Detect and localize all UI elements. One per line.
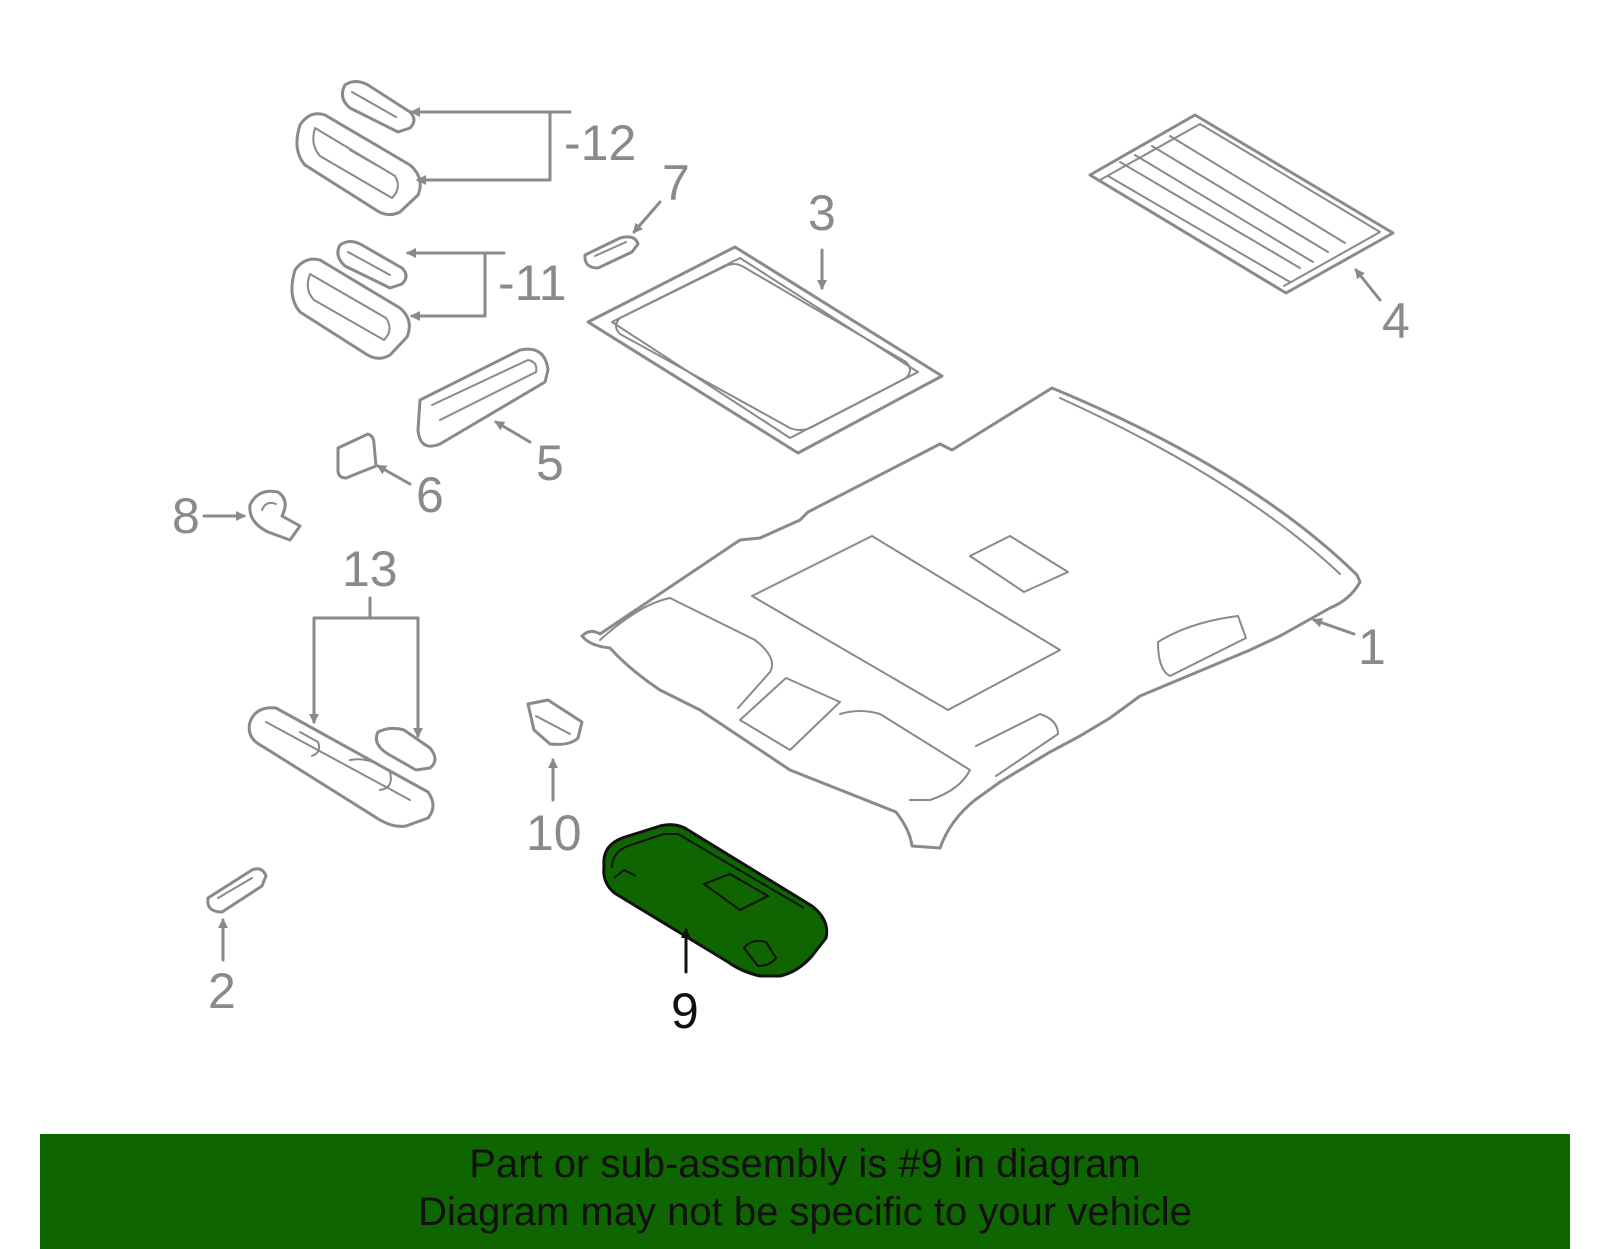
part-2-lamp (206, 867, 268, 914)
leader-lines (202, 107, 1382, 974)
callout-7: 7 (662, 155, 690, 211)
callout-11: -11 (498, 255, 567, 311)
callout-8: 8 (172, 488, 200, 544)
callout-13: 13 (342, 541, 398, 597)
part-6-cap (336, 432, 378, 480)
callout-12: -12 (564, 115, 636, 171)
banner-line-part: Part or sub-assembly is #9 in diagram (469, 1142, 1141, 1186)
callout-5: 5 (536, 435, 564, 491)
part-9-sun-visor (602, 823, 829, 978)
part-13-console-lamp (247, 706, 437, 828)
callout-3: 3 (808, 185, 836, 241)
callout-labels: -12 -11 7 3 4 5 6 8 1 13 10 2 9 (172, 115, 1410, 1039)
info-banner: Part or sub-assembly is #9 in diagram Di… (40, 1134, 1570, 1249)
part-1-headliner (580, 386, 1362, 850)
part-10-clip (526, 698, 584, 746)
callout-10: 10 (526, 805, 582, 861)
callout-6: 6 (416, 467, 444, 523)
callout-2: 2 (208, 963, 236, 1019)
part-7-clip (583, 235, 640, 270)
part-4-sunroof-shade (1088, 113, 1395, 295)
callout-1: 1 (1358, 619, 1386, 675)
callout-4: 4 (1382, 293, 1410, 349)
banner-line-disclaimer: Diagram may not be specific to your vehi… (418, 1190, 1192, 1234)
part-3-sunroof-frame (586, 245, 944, 455)
part-11-lamp-assembly (290, 240, 411, 360)
part-5-grab-handle (416, 347, 550, 448)
part-12-map-lamp (295, 80, 422, 217)
part-8-clip (248, 489, 302, 542)
callout-9: 9 (671, 983, 699, 1039)
